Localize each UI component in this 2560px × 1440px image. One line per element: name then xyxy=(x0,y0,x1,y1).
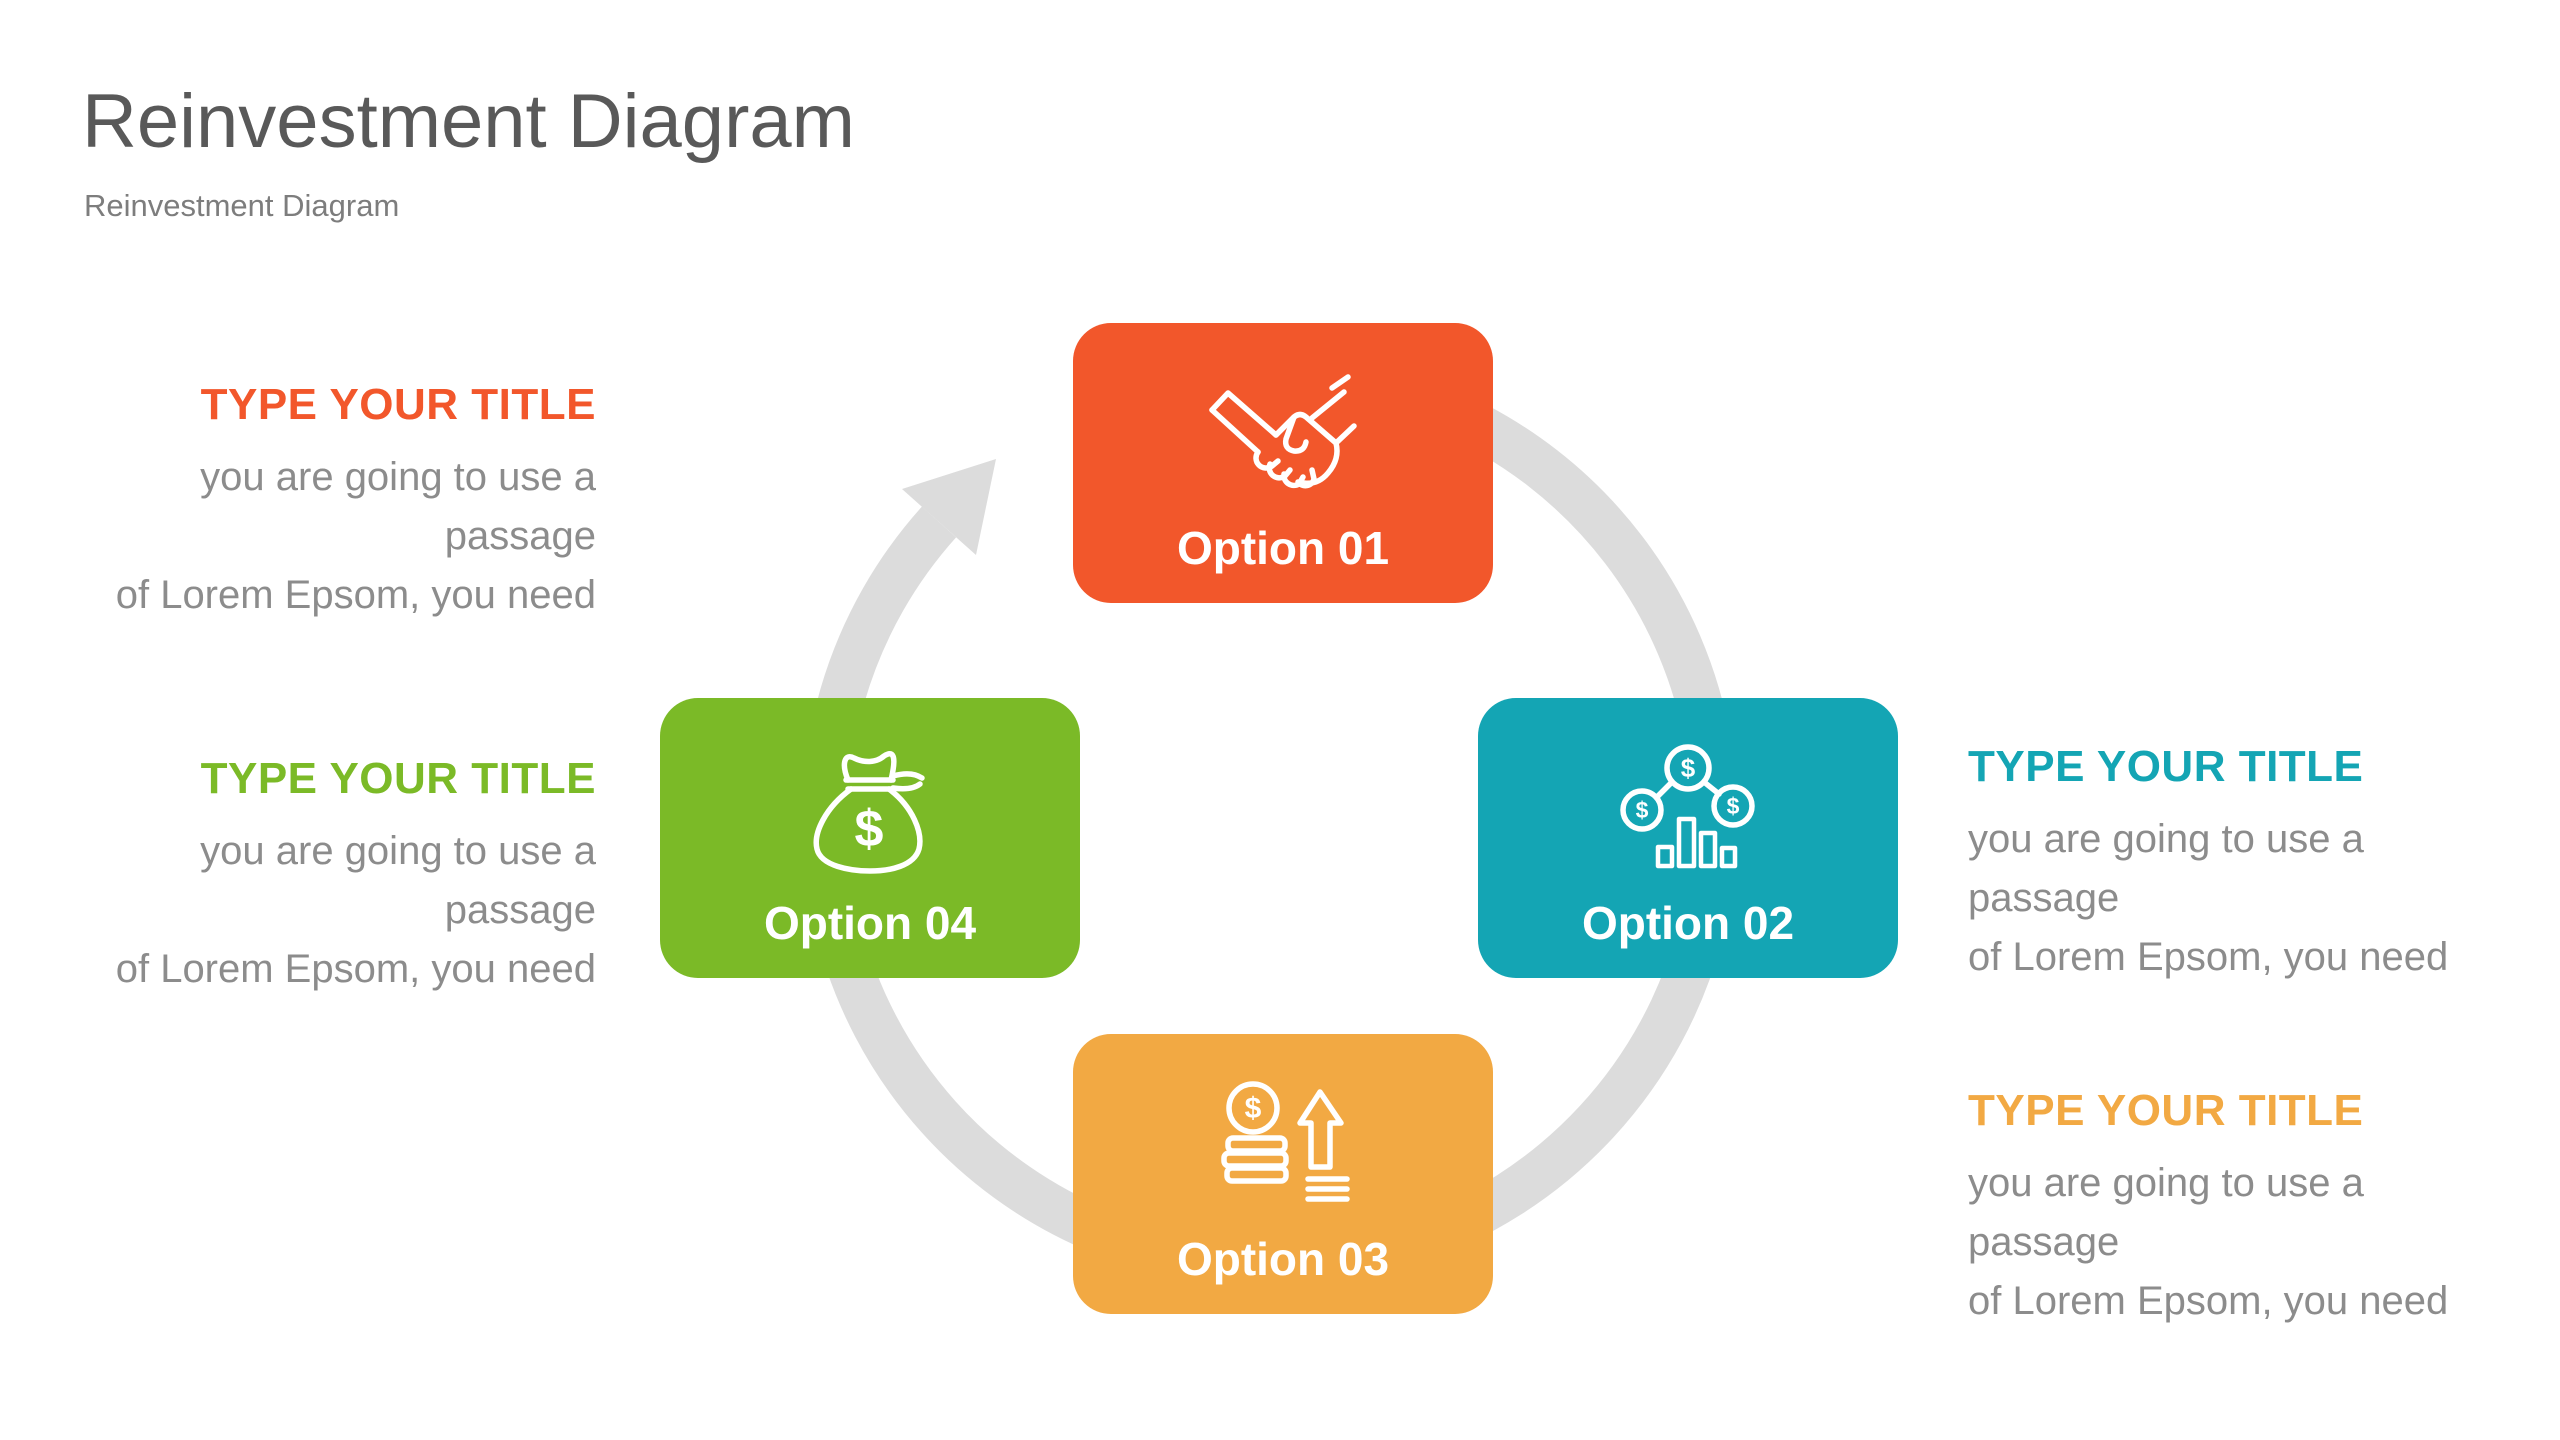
callout-title: TYPE YOUR TITLE xyxy=(1968,1086,2364,1135)
option-label: Option 04 xyxy=(763,897,977,949)
option-label: Option 01 xyxy=(1176,522,1390,574)
option-box-03: $ Option 03 xyxy=(1073,1034,1493,1314)
callout-body: you are going to use a passage of Lorem … xyxy=(1968,1154,2508,1331)
option-label: Option 03 xyxy=(1176,1233,1390,1285)
callout-title: TYPE YOUR TITLE xyxy=(200,380,596,429)
callout-body-line: you are going to use a passage xyxy=(200,455,596,558)
callout-body-line: of Lorem Epsom, you need xyxy=(1968,935,2449,979)
callout-top-right: TYPE YOUR TITLE you are going to use a p… xyxy=(1968,742,2508,987)
callout-bottom-right: TYPE YOUR TITLE you are going to use a p… xyxy=(1968,1086,2508,1331)
callout-top-left: TYPE YOUR TITLE you are going to use a p… xyxy=(56,380,596,625)
page-title: Reinvestment Diagram xyxy=(82,79,855,164)
svg-text:$: $ xyxy=(1681,753,1696,783)
coins-growth-icon: $ xyxy=(1207,1078,1359,1212)
callout-body-line: you are going to use a passage xyxy=(200,829,596,932)
callout-body-line: you are going to use a passage xyxy=(1968,817,2364,920)
page-subtitle: Reinvestment Diagram xyxy=(84,188,400,223)
option-box-02: $ $ $ Option 02 xyxy=(1478,698,1898,978)
svg-text:$: $ xyxy=(1245,1092,1262,1125)
cycle-arrowhead-icon xyxy=(902,459,996,555)
callout-body-line: of Lorem Epsom, you need xyxy=(115,947,596,991)
handshake-icon xyxy=(1207,367,1359,501)
callout-body: you are going to use a passage of Lorem … xyxy=(56,448,596,625)
callout-title: TYPE YOUR TITLE xyxy=(200,754,596,803)
option-label: Option 02 xyxy=(1581,897,1795,949)
callout-body: you are going to use a passage of Lorem … xyxy=(1968,810,2508,987)
svg-text:$: $ xyxy=(855,800,884,858)
dollar-network-icon: $ $ $ xyxy=(1612,742,1764,876)
money-bag-icon: $ xyxy=(794,742,946,876)
option-box-01: Option 01 xyxy=(1073,323,1493,603)
svg-text:$: $ xyxy=(1727,793,1740,819)
svg-text:$: $ xyxy=(1636,797,1649,823)
callout-body-line: of Lorem Epsom, you need xyxy=(115,573,596,617)
callout-body-line: you are going to use a passage xyxy=(1968,1161,2364,1264)
callout-body-line: of Lorem Epsom, you need xyxy=(1968,1279,2449,1323)
callout-body: you are going to use a passage of Lorem … xyxy=(56,822,596,999)
callout-mid-left: TYPE YOUR TITLE you are going to use a p… xyxy=(56,754,596,999)
callout-title: TYPE YOUR TITLE xyxy=(1968,742,2364,791)
option-box-04: $ Option 04 xyxy=(660,698,1080,978)
